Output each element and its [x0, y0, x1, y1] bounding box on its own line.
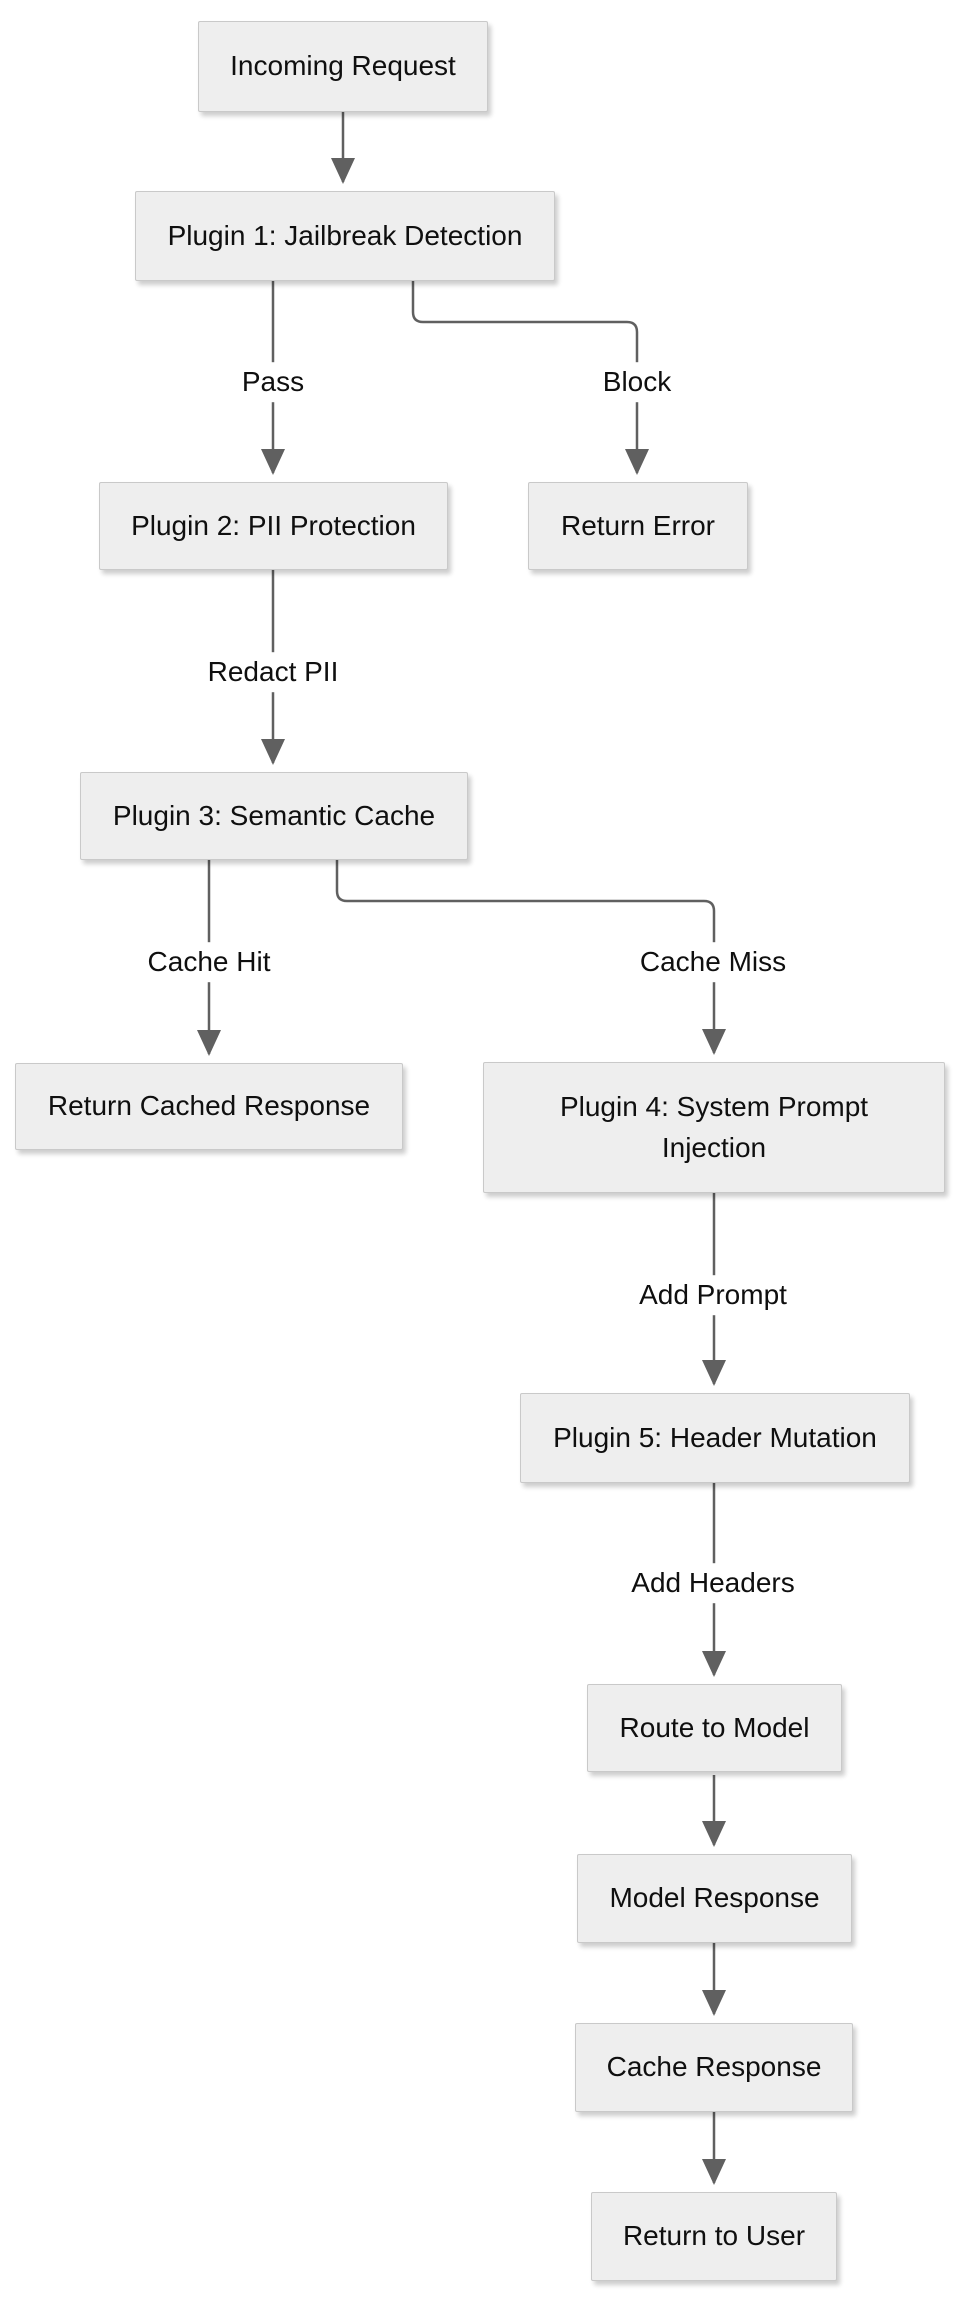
node-return-to-user: Return to User: [591, 2192, 837, 2281]
node-label: Route to Model: [619, 1711, 810, 1743]
edge-label-pass: Pass: [231, 362, 315, 402]
node-label: Return to User: [622, 2220, 806, 2252]
node-incoming-request: Incoming Request: [198, 21, 488, 112]
node-label: Plugin 5: Header Mutation: [553, 1421, 877, 1453]
node-cache-response: Cache Response: [575, 2023, 853, 2112]
node-plugin-1-jailbreak-detection: Plugin 1: Jailbreak Detection: [135, 191, 555, 281]
node-plugin-4-system-prompt-injection: Plugin 4: System Prompt Injection: [483, 1062, 945, 1193]
edge-label-cache-miss: Cache Miss: [629, 942, 797, 982]
node-label: Plugin 3: Semantic Cache: [112, 799, 436, 831]
edge-label-block: Block: [592, 362, 682, 402]
node-return-cached-response: Return Cached Response: [15, 1063, 403, 1150]
edge-plugin-3-to-plugin-4: [335, 860, 726, 1055]
edge-label-add-headers: Add Headers: [621, 1563, 805, 1603]
node-label: Plugin 2: PII Protection: [131, 509, 416, 541]
node-plugin-3-semantic-cache: Plugin 3: Semantic Cache: [80, 772, 468, 860]
node-label: Cache Response: [606, 2051, 822, 2083]
node-label: Return Cached Response: [47, 1090, 371, 1122]
edge-label-add-prompt: Add Prompt: [629, 1275, 797, 1315]
node-label: Plugin 4: System Prompt Injection: [559, 1090, 869, 1163]
node-plugin-5-header-mutation: Plugin 5: Header Mutation: [520, 1393, 910, 1483]
node-route-to-model: Route to Model: [587, 1684, 842, 1772]
node-model-response: Model Response: [577, 1854, 852, 1943]
node-label: Plugin 1: Jailbreak Detection: [167, 219, 523, 251]
edge-label-redact-pii: Redact PII: [197, 652, 349, 692]
node-return-error: Return Error: [528, 482, 748, 570]
node-plugin-2-pii-protection: Plugin 2: PII Protection: [99, 482, 448, 570]
node-label: Model Response: [609, 1882, 820, 1914]
node-label: Incoming Request: [230, 50, 456, 82]
edge-plugin-1-to-return-error: [411, 281, 649, 475]
node-label: Return Error: [560, 509, 716, 541]
edge-label-cache-hit: Cache Hit: [137, 942, 281, 982]
